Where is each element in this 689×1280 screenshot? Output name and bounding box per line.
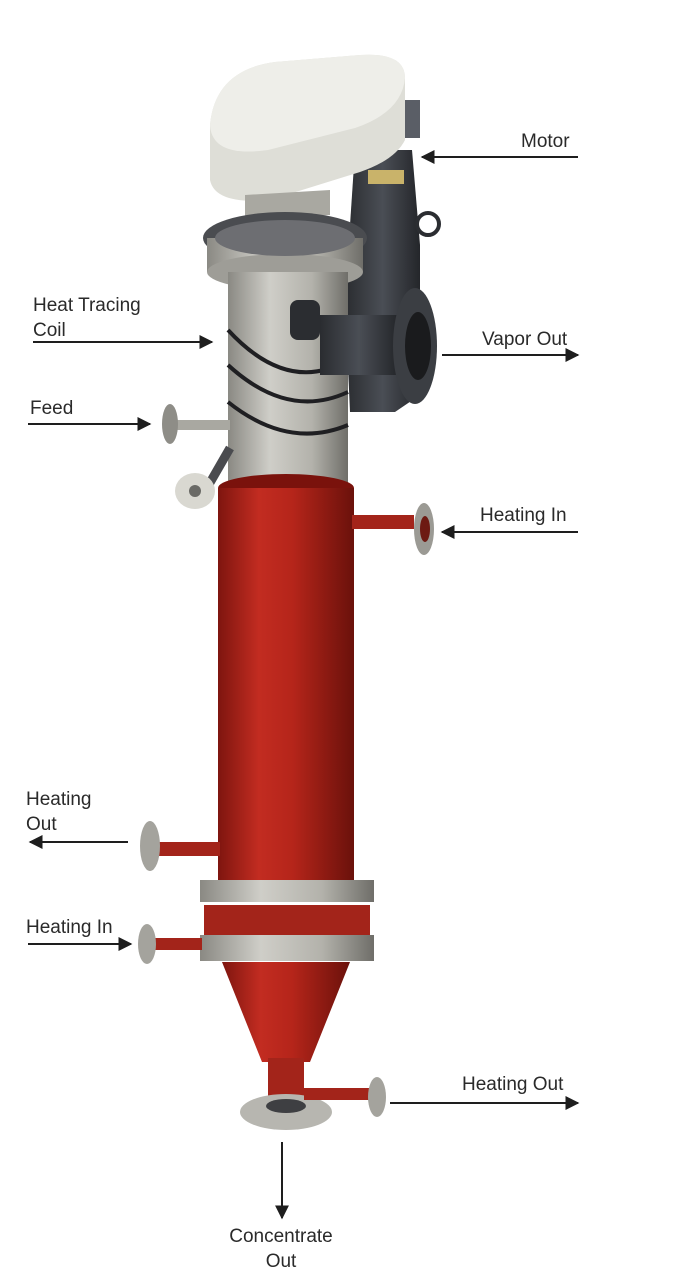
motor-cover xyxy=(210,54,405,220)
label-heat-tracing-coil-line2: Coil xyxy=(33,320,66,341)
label-heating-in-lower: Heating In xyxy=(26,917,113,938)
heating-out-bottom-nozzle xyxy=(304,1077,386,1117)
bottom-cone xyxy=(222,962,350,1130)
callout-arrows xyxy=(28,150,580,1220)
label-feed: Feed xyxy=(30,398,74,419)
feed-nozzle xyxy=(162,404,234,509)
heating-out-left-nozzle xyxy=(140,821,220,871)
heating-in-upper-nozzle xyxy=(352,503,434,555)
label-heating-out-left-line2: Out xyxy=(26,814,57,835)
label-motor: Motor xyxy=(521,131,570,152)
label-concentrate-out-line1: Concentrate xyxy=(229,1226,333,1247)
lower-flange xyxy=(200,880,374,961)
vapor-out-nozzle xyxy=(290,288,437,404)
label-heating-out-bottom: Heating Out xyxy=(462,1074,564,1095)
label-heating-in-upper: Heating In xyxy=(480,505,567,526)
label-concentrate-out-line2: Out xyxy=(265,1251,297,1272)
label-vapor-out: Vapor Out xyxy=(482,329,568,350)
evaporator-shell xyxy=(218,474,354,888)
label-heating-out-left-line1: Heating xyxy=(26,789,92,810)
label-heat-tracing-coil-line1: Heat Tracing xyxy=(33,295,141,316)
heating-in-lower-nozzle xyxy=(138,924,202,964)
